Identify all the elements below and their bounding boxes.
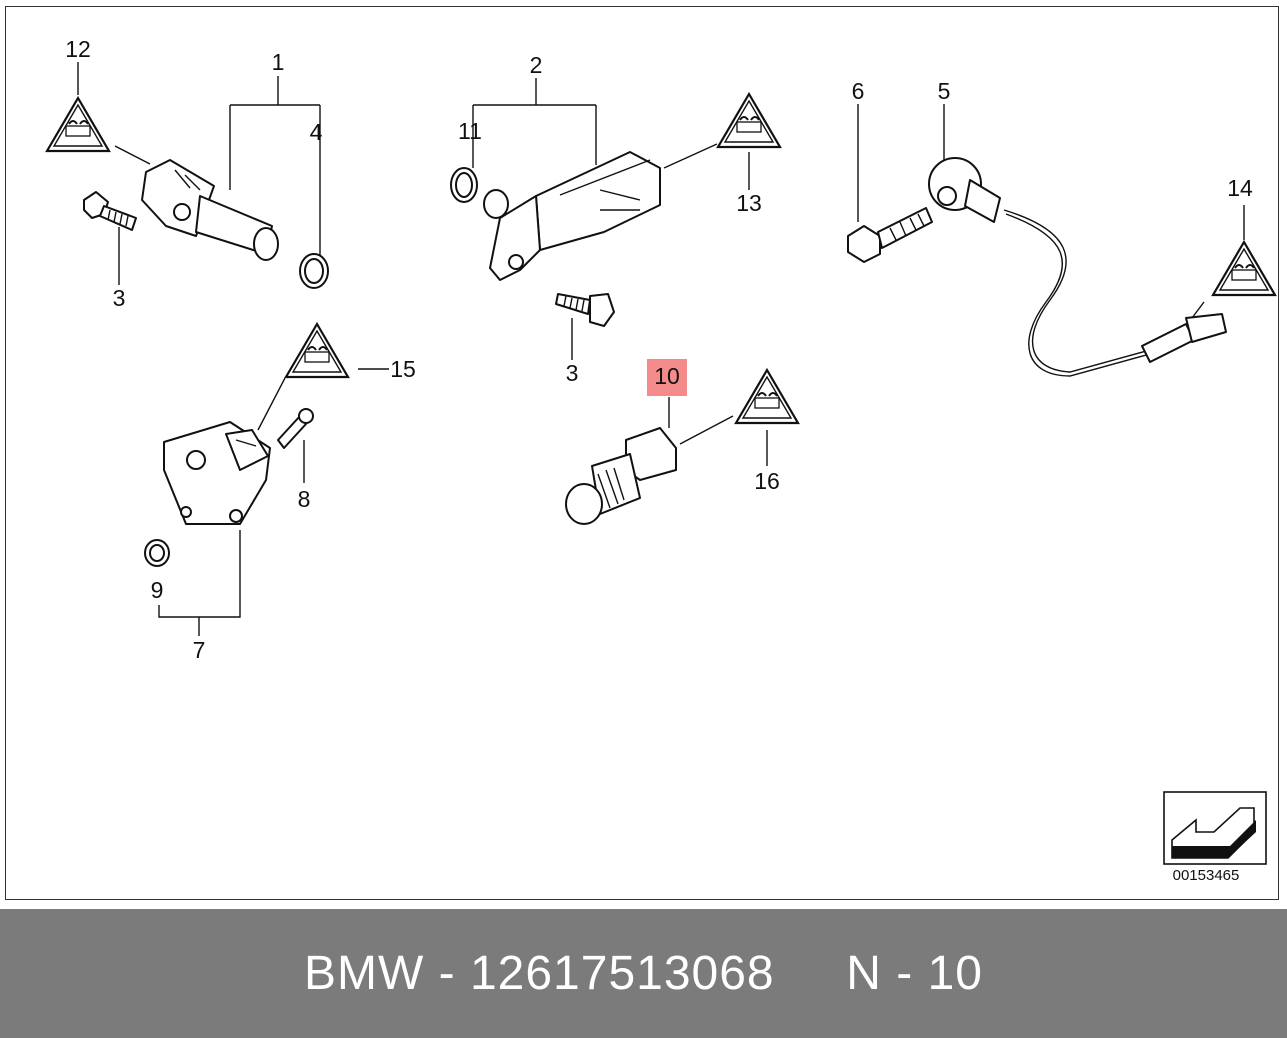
callout-15: 15 [390, 356, 416, 382]
callout-13: 13 [736, 190, 762, 216]
knock-sensor-part [928, 157, 1227, 377]
callout-12: 12 [65, 36, 91, 62]
callout-5: 5 [938, 78, 951, 104]
camshaft-sensor-part [483, 151, 661, 281]
callout-3-left: 3 [113, 285, 126, 311]
o-ring-part-11 [450, 167, 478, 203]
callout-10: 10 [654, 363, 680, 389]
parts-diagram: 12 1 4 3 2 11 13 3 6 5 14 15 8 9 7 10 16… [45, 36, 1277, 884]
callout-16: 16 [754, 468, 780, 494]
warning-triangle-icon [716, 92, 782, 149]
screw-part-8 [277, 408, 314, 449]
callout-8: 8 [298, 486, 311, 512]
crankshaft-sensor-part [141, 159, 279, 261]
reference-number: 00153465 [1173, 867, 1240, 884]
callout-9: 9 [151, 577, 164, 603]
map-sensor-part [163, 421, 271, 525]
temperature-sensor-part [565, 427, 677, 525]
callout-3-center: 3 [566, 360, 579, 386]
callout-1: 1 [272, 49, 285, 75]
reference-arrow-icon [1163, 791, 1267, 865]
highlight-box [647, 359, 687, 396]
callout-14: 14 [1227, 175, 1253, 201]
callout-11: 11 [458, 118, 482, 144]
bolt-part-6 [847, 207, 933, 263]
bolt-part-center [555, 293, 615, 327]
bolt-part [83, 191, 137, 231]
part-number-caption: BMW - 12617513068 N - 10 [304, 947, 983, 1000]
warning-triangle-icon [734, 368, 800, 425]
o-ring-part-9 [144, 539, 170, 567]
callout-6: 6 [852, 78, 865, 104]
callout-4: 4 [310, 119, 323, 145]
caption-bar: BMW - 12617513068 N - 10 [0, 909, 1287, 1038]
warning-triangle-icon [1211, 240, 1277, 297]
callout-2: 2 [530, 52, 543, 78]
callout-7: 7 [193, 637, 206, 663]
warning-triangle-icon [45, 96, 111, 153]
warning-triangle-icon [284, 322, 350, 379]
o-ring-part [299, 253, 329, 289]
leader-lines [77, 62, 1245, 636]
